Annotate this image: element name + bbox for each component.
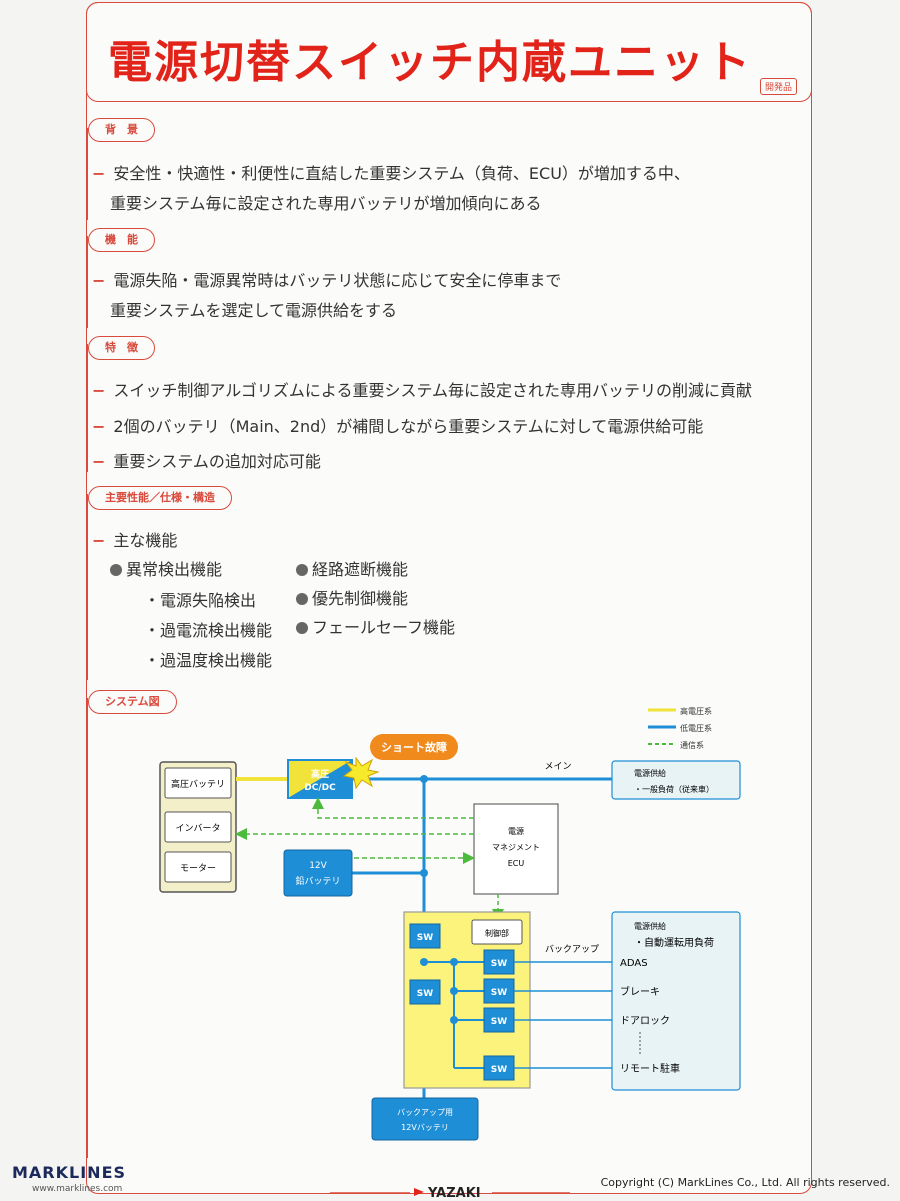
background-line-2: 重要システム毎に設定された専用バッテリが増加傾向にある	[110, 194, 542, 213]
sw-label: SW	[491, 988, 507, 998]
sw-box	[483, 1055, 515, 1081]
development-tag: 開発品	[760, 78, 798, 95]
spark-icon	[342, 756, 380, 790]
sw-box	[409, 979, 441, 1005]
dcdc-label-2: DC/DC	[304, 783, 336, 793]
ecu-label-2: マネジメント	[492, 843, 540, 852]
ad-supply-label-1: 電源供給	[634, 921, 666, 931]
section-divider	[86, 494, 88, 680]
general-supply-box	[611, 760, 741, 800]
short-fault-label: ショート故障	[381, 740, 447, 754]
section-divider	[86, 128, 88, 220]
dcdc-lv-half	[288, 760, 352, 798]
backup-label: バックアップ	[545, 944, 599, 955]
lead-battery-label-1: 12V	[309, 861, 327, 871]
specs-col1-item: ・過電流検出機能	[144, 621, 273, 640]
legend-lv: 低電圧系	[680, 723, 712, 733]
page-title: 電源切替スイッチ内蔵ユニット	[108, 37, 752, 88]
sw-label: SW	[491, 1065, 507, 1075]
sw-box	[483, 1007, 515, 1033]
short-fault-badge	[370, 734, 458, 760]
ad-supply-label-2: ・自動運転用負荷	[634, 936, 714, 949]
general-supply-label-1: 電源供給	[634, 768, 666, 778]
sw-box	[409, 923, 441, 949]
yazaki-logo: YAZAKI	[428, 1186, 481, 1201]
ecu-label-1: 電源	[508, 827, 524, 836]
features-line-2: −2個のバッテリ（Main、2nd）が補間しながら重要システムに対して電源供給可…	[92, 417, 704, 436]
function-line-2: 重要システムを選定して電源供給をする	[110, 301, 398, 320]
section-tab-function: 機 能	[88, 228, 155, 252]
ad-supply-box	[611, 911, 741, 1091]
sw-box	[483, 949, 515, 975]
load-parking: リモート駐車	[620, 1062, 680, 1075]
inverter-label: インバータ	[175, 823, 220, 834]
inverter-box	[164, 811, 232, 843]
specs-col1-head: 異常検出機能	[110, 556, 222, 580]
lead-battery-label-2: 鉛バッテリ	[295, 875, 340, 887]
function-line-1: −電源失陥・電源異常時はバッテリ状態に応じて安全に停車まで	[92, 271, 562, 290]
section-tab-features: 特 徴	[88, 336, 155, 360]
sw-label: SW	[491, 1017, 507, 1027]
motor-box	[164, 851, 232, 883]
hv-battery-box	[164, 767, 232, 799]
general-supply-label-2: ・一般負荷（従来車）	[634, 784, 714, 794]
specs-heading: −主な機能	[92, 531, 178, 550]
bullet-icon	[110, 564, 122, 576]
specs-col1-item: ・過温度検出機能	[144, 651, 273, 670]
hv-battery-label: 高圧バッテリ	[171, 778, 225, 790]
backup-battery-label-1: バックアップ用	[397, 1108, 453, 1117]
control-unit-label: 制御部	[485, 928, 509, 938]
load-adas: ADAS	[620, 958, 648, 969]
ecu-box	[473, 803, 559, 895]
specs-col2-item: 経路遮断機能	[296, 556, 408, 580]
backup-battery-label-2: 12Vバッテリ	[401, 1123, 449, 1132]
specs-col2-item: 優先制御機能	[296, 585, 408, 609]
section-divider	[86, 344, 88, 472]
bullet-icon	[296, 622, 308, 634]
marklines-logo: MARKLINES	[12, 1163, 127, 1182]
load-doorlock: ドアロック	[620, 1015, 670, 1027]
sw-label: SW	[491, 959, 507, 969]
ecu-label-3: ECU	[508, 859, 525, 868]
title-box	[86, 2, 812, 102]
sw-box	[483, 978, 515, 1004]
motor-label: モーター	[180, 863, 216, 874]
features-line-1: −スイッチ制御アルゴリズムによる重要システム毎に設定された専用バッテリの削減に貢…	[92, 381, 752, 400]
dcdc-label-1: 高圧	[311, 768, 329, 780]
main-label: メイン	[544, 762, 571, 772]
section-tab-specs: 主要性能／仕様・構造	[88, 486, 232, 510]
marklines-url: www.marklines.com	[32, 1184, 123, 1194]
sw-label: SW	[417, 933, 433, 943]
copyright-text: Copyright (C) MarkLines Co., Ltd. All ri…	[600, 1176, 890, 1189]
specs-col1-item: ・電源失陥検出	[144, 591, 257, 610]
yazaki-logo-mark	[414, 1188, 424, 1196]
lead-battery-box	[283, 849, 353, 897]
legend-comm: 通信系	[680, 740, 704, 750]
features-line-3: −重要システムの追加対応可能	[92, 452, 321, 471]
bullet-icon	[296, 564, 308, 576]
load-brake: ブレーキ	[620, 985, 660, 998]
comm-line-dcdc	[312, 797, 474, 819]
sw-label: SW	[417, 989, 433, 999]
background-line-1: −安全性・快適性・利便性に直結した重要システム（負荷、ECU）が増加する中、	[92, 164, 690, 183]
section-divider	[86, 698, 88, 1158]
specs-col2-item: フェールセーフ機能	[296, 614, 455, 638]
control-unit-box	[471, 919, 523, 945]
section-tab-system: システム図	[88, 690, 177, 714]
bullet-icon	[296, 593, 308, 605]
backup-battery-box	[371, 1097, 479, 1141]
section-tab-background: 背 景	[88, 118, 155, 142]
section-divider	[86, 236, 88, 328]
legend-hv: 高電圧系	[680, 706, 712, 716]
